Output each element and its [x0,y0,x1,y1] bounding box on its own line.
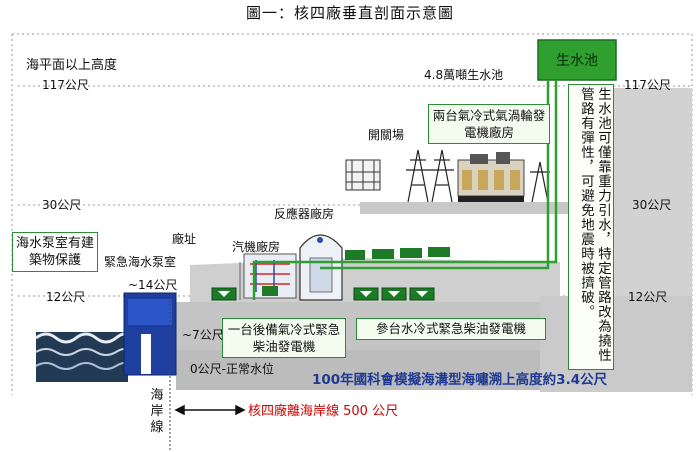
water-pool-capacity: 4.8萬噸生水池 [424,68,504,82]
elevation-12-left: 12公尺 [46,290,86,304]
shoreline-label: 海岸線 [150,388,164,435]
turbine-building-label: 汽機廠房 [232,240,281,254]
switchyard-drawing [345,159,381,191]
diesel-unit-marks [218,291,428,297]
elevation-117-right: 117公尺 [624,78,671,92]
elevation-0-label: 0公尺-正常水位 [190,362,274,376]
transmission-towers [406,149,550,203]
pool-note-col1: 生水池可僅靠重力引水，特定管路改為 [595,87,611,334]
air-cooled-diesel-box: 一台後備氣冷式緊急柴油發電機 [222,318,346,358]
water-pool-label: 生水池 [556,53,598,69]
sea-waves [35,332,130,382]
elevation-14-label: ~14公尺 [128,278,178,292]
water-cooled-diesel-box: 參台水冷式緊急柴油發電機 [356,318,546,340]
diagram-title: 圖一：核四廠垂直剖面示意圖 [245,4,454,22]
reactor-building-label: 反應器廠房 [274,207,335,221]
distance-note: 核四廠離海岸線 500 公尺 [248,404,399,419]
turbine-building-drawing [243,253,297,299]
pool-note-text: 生水池可僅靠重力引水，特定管路改為撓性管路有彈性，可避免地震時被擠破。 [571,87,611,367]
elevation-30-right: 30公尺 [632,198,672,212]
elevation-header: 海平面以上高度 [26,58,118,73]
terrace-blocks [345,247,450,260]
site-label: 廠址 [172,232,197,246]
gas-turbine-box: 兩台氣冷式氣渦輪發電機廠房 [428,104,550,144]
switchyard-label: 開關場 [368,128,405,142]
distance-arrow [174,404,246,416]
tsunami-note: 100年國科會模擬海溝型海嘯溯上高度約3.4公尺 [312,372,608,388]
emergency-pump-room-label: 緊急海水泵室 [104,255,177,269]
water-pool-tank [537,39,617,81]
gas-turbine-building-drawing [457,152,525,202]
elevation-117-left: 117公尺 [42,78,89,92]
pool-note-col2: 撓性管路有彈性，可避免地震時被擠破。 [578,87,611,363]
elevation-30-left: 30公尺 [42,198,82,212]
pump-room-box: 海水泵室有建築物保護 [12,232,98,272]
elevation-7-label: ~7公尺 [182,328,224,342]
pool-note-box: 生水池可僅靠重力引水，特定管路改為撓性管路有彈性，可避免地震時被擠破。 [568,84,614,370]
elevation-12-right: 12公尺 [628,290,668,304]
pump-room-building [123,292,177,376]
